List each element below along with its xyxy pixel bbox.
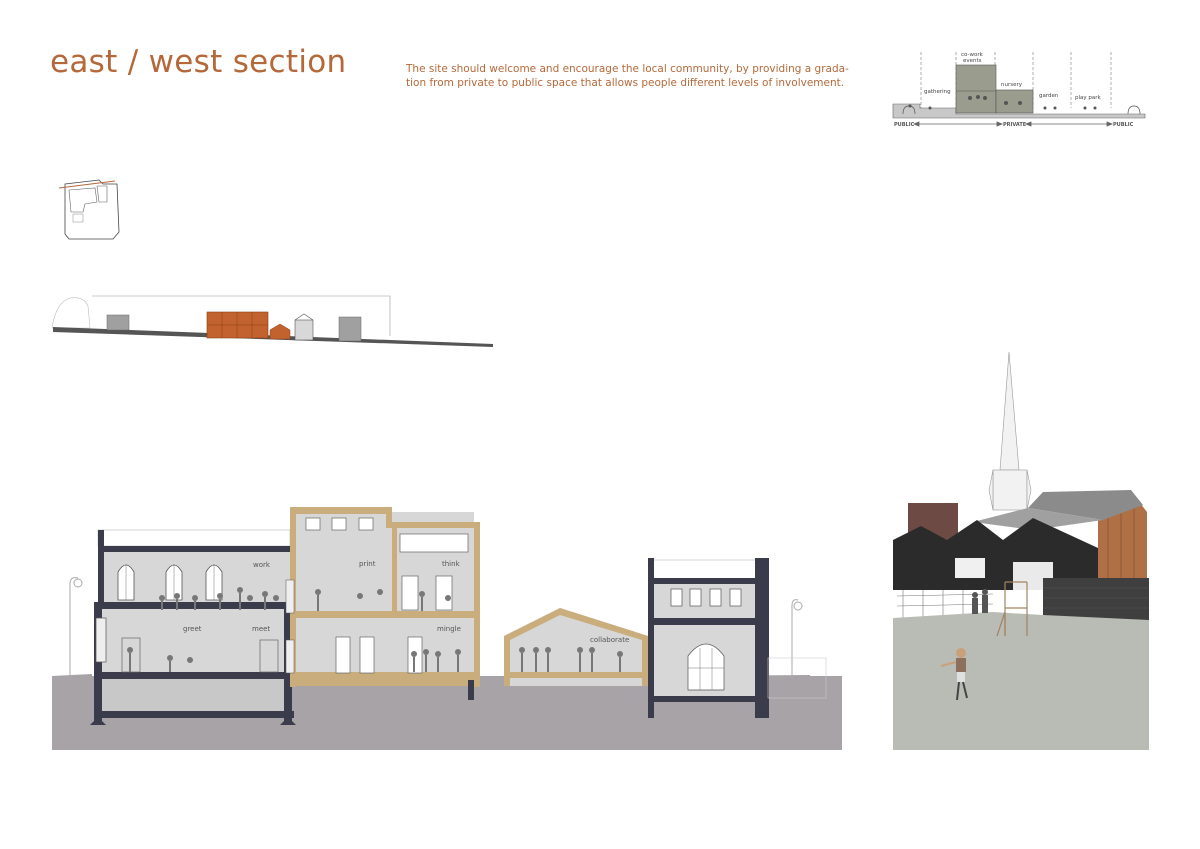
- nursery-volume: [995, 89, 1034, 114]
- section-cut-line: [58, 180, 116, 189]
- intro-line-1: The site should welcome and encourage th…: [406, 63, 849, 75]
- scale-label-public-right: PUBLIC: [1113, 122, 1134, 128]
- key-plan: [58, 179, 120, 240]
- zone-label-gathering: gathering: [924, 89, 951, 95]
- room-label-think: think: [442, 560, 461, 568]
- room-label-greet: greet: [183, 625, 202, 633]
- perspective-render: [893, 351, 1149, 750]
- room-label-print: print: [359, 560, 376, 568]
- building-section: work print think greet meet mingle colla…: [52, 507, 842, 750]
- room-label-mingle: mingle: [437, 625, 461, 633]
- public-private-diagram: gathering co-work events nursery garden …: [892, 52, 1146, 128]
- room-label-work: work: [253, 561, 271, 569]
- zone-label-nursery: nursery: [1001, 82, 1023, 88]
- zone-label-cowork: co-work: [961, 52, 984, 58]
- room-label-collaborate: collaborate: [590, 636, 629, 644]
- playground-ground: [893, 612, 1149, 750]
- room-label-meet: meet: [252, 625, 270, 633]
- intro-paragraph: The site should welcome and encourage th…: [406, 62, 856, 90]
- intro-line-2: tion from private to public space that a…: [406, 77, 845, 89]
- zone-label-garden: garden: [1039, 93, 1059, 99]
- site-section-strip: [51, 295, 493, 347]
- cowork-volume: [955, 64, 997, 114]
- scale-label-public-left: PUBLIC: [894, 122, 915, 128]
- zone-label-events: events: [963, 58, 982, 64]
- scale-label-private: PRIVATE: [1003, 122, 1027, 128]
- page-title: east / west section: [50, 44, 347, 80]
- running-child: [940, 648, 968, 701]
- zone-label-play-park: play park: [1075, 95, 1102, 101]
